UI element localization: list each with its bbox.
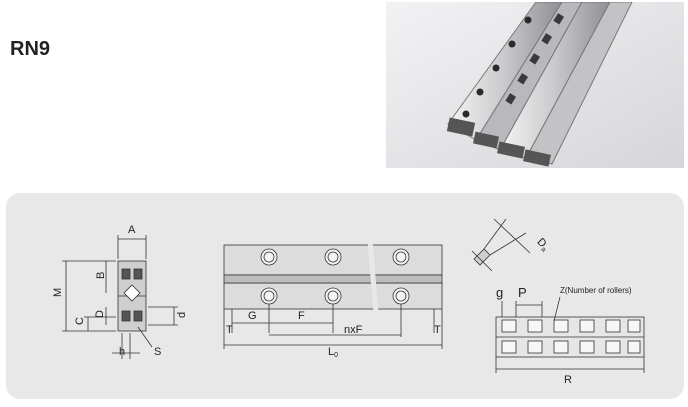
label-T-right: T xyxy=(434,324,441,336)
label-A: A xyxy=(128,224,136,236)
product-photo xyxy=(386,1,684,168)
label-L0: L0 xyxy=(328,346,338,359)
label-Da: Da xyxy=(534,236,552,254)
label-F: F xyxy=(298,310,305,322)
roller-detail xyxy=(471,218,531,272)
label-g: g xyxy=(496,285,503,300)
label-Z: Z(Number of rollers) xyxy=(560,286,632,295)
label-M: M xyxy=(52,288,64,297)
label-D: D xyxy=(94,310,106,318)
label-nxF: nxF xyxy=(344,324,363,336)
technical-drawing-panel: A M B C D d h S G F T T nxF L0 Da g P Z(… xyxy=(6,193,684,399)
crossed-roller-rails-image xyxy=(386,1,684,168)
side-view xyxy=(223,240,443,349)
section-view xyxy=(62,235,178,359)
cage-view xyxy=(495,296,645,373)
dimension-drawing: A M B C D d h S G F T T nxF L0 Da g P Z(… xyxy=(52,218,645,386)
label-P: P xyxy=(518,285,527,300)
page-title: RN9 xyxy=(10,38,51,60)
label-T-left: T xyxy=(226,324,233,336)
label-R: R xyxy=(564,374,572,386)
label-G: G xyxy=(248,310,257,322)
label-S: S xyxy=(154,346,161,358)
label-d: d xyxy=(176,312,188,318)
label-C: C xyxy=(74,317,86,325)
label-B: B xyxy=(95,272,107,279)
label-h: h xyxy=(119,346,125,358)
